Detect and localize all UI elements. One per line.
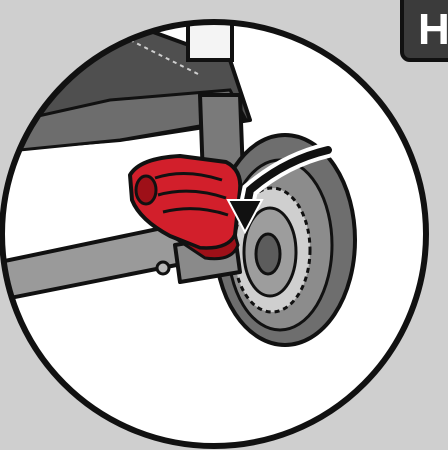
step-badge: H bbox=[400, 0, 448, 62]
step-letter: H bbox=[418, 8, 448, 52]
frame-tube bbox=[188, 0, 232, 60]
